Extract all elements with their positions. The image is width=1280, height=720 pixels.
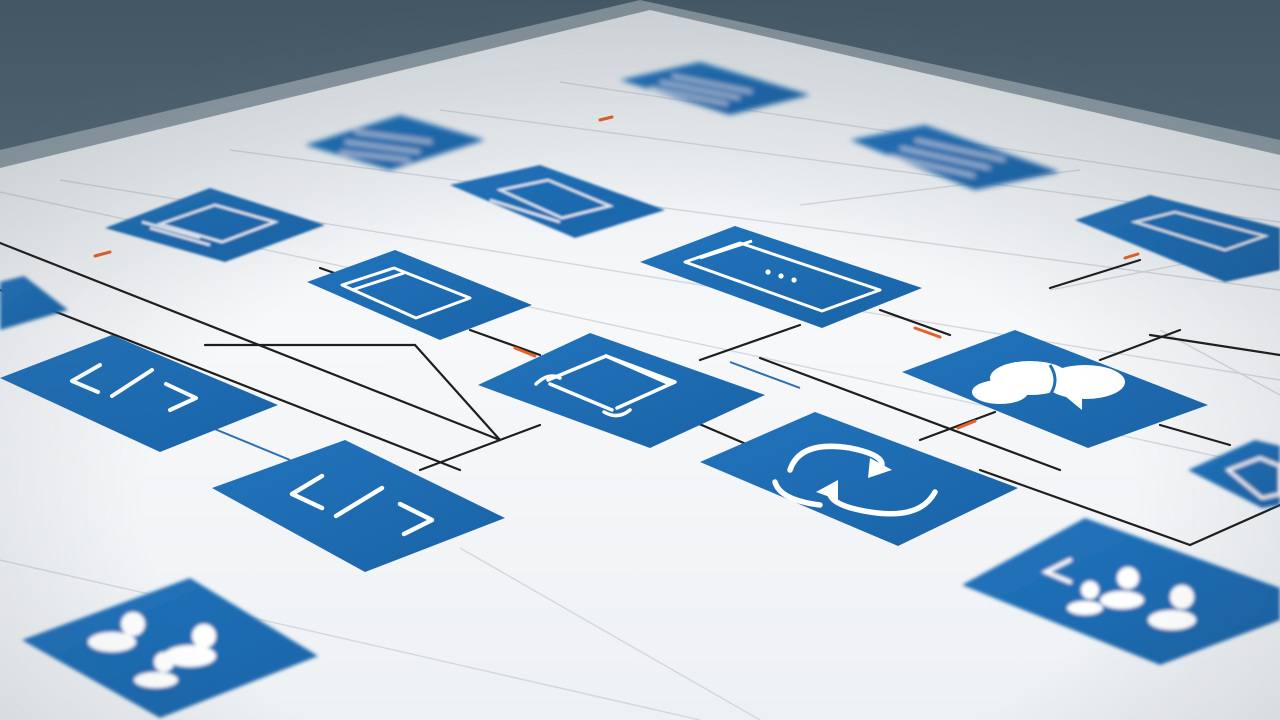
node-users-bottom-left[interactable] — [22, 578, 318, 718]
connector — [878, 308, 952, 337]
window-icon — [340, 266, 472, 320]
node-edge-left[interactable] — [0, 276, 68, 330]
focus-nodes — [0, 226, 1208, 572]
node-upper-right[interactable] — [1075, 195, 1280, 282]
table-icon — [489, 178, 614, 224]
connector — [978, 468, 1192, 547]
code-icon — [70, 363, 198, 412]
node-top-right[interactable] — [850, 125, 1060, 190]
accent-mark — [93, 250, 112, 258]
node-upper-mid[interactable] — [450, 165, 665, 238]
connector-blue — [204, 424, 291, 461]
table-icon — [889, 138, 1006, 178]
accent-mark — [598, 115, 614, 122]
connector — [418, 438, 502, 472]
table-icon — [339, 130, 433, 162]
connector — [698, 323, 802, 362]
scroll-icon — [534, 354, 677, 418]
node-edge-right[interactable] — [1188, 440, 1280, 508]
node-scroll-center[interactable] — [478, 333, 765, 448]
connector — [1048, 258, 1142, 290]
table-icon — [649, 74, 753, 106]
connector — [918, 410, 997, 442]
code-icon — [289, 473, 435, 537]
accent-marks — [93, 115, 1140, 430]
far-nodes — [305, 62, 1060, 190]
accent-mark — [513, 346, 537, 358]
connector-blue — [729, 361, 801, 389]
connector — [0, 241, 502, 442]
node-code-left[interactable] — [0, 335, 278, 452]
connector — [498, 423, 542, 442]
connector — [413, 343, 502, 442]
node-window-left[interactable] — [307, 250, 532, 340]
users-icon — [88, 612, 216, 688]
users-share-icon — [1067, 567, 1196, 630]
connector — [1098, 328, 1182, 362]
connector — [1148, 333, 1280, 357]
connector — [1188, 503, 1280, 547]
dots-icon — [765, 269, 797, 283]
node-chat-right[interactable] — [902, 330, 1208, 448]
node-sync-center[interactable] — [700, 412, 1018, 546]
node-top-center[interactable] — [620, 62, 810, 115]
node-window-center[interactable] — [640, 226, 922, 328]
node-upper-left[interactable] — [105, 188, 325, 262]
document-icon — [141, 203, 279, 247]
node-code-bottom[interactable] — [212, 440, 505, 572]
connector — [1158, 423, 1232, 447]
window-dots-icon — [683, 239, 882, 313]
accent-mark — [956, 419, 977, 430]
node-users-bottom-right[interactable] — [962, 518, 1280, 665]
connector — [0, 288, 462, 472]
chat-icon — [972, 361, 1125, 410]
accent-mark — [1123, 252, 1140, 260]
connector — [758, 356, 1062, 472]
blue-connectors — [204, 361, 801, 461]
midfar-nodes — [105, 165, 1280, 282]
node-top-left[interactable] — [305, 115, 485, 170]
window-icon — [1130, 210, 1270, 252]
connector-lines — [0, 241, 1280, 547]
accent-mark — [913, 326, 942, 339]
near-nodes — [0, 276, 1280, 718]
connector — [468, 328, 542, 357]
window-icon — [1225, 456, 1280, 500]
